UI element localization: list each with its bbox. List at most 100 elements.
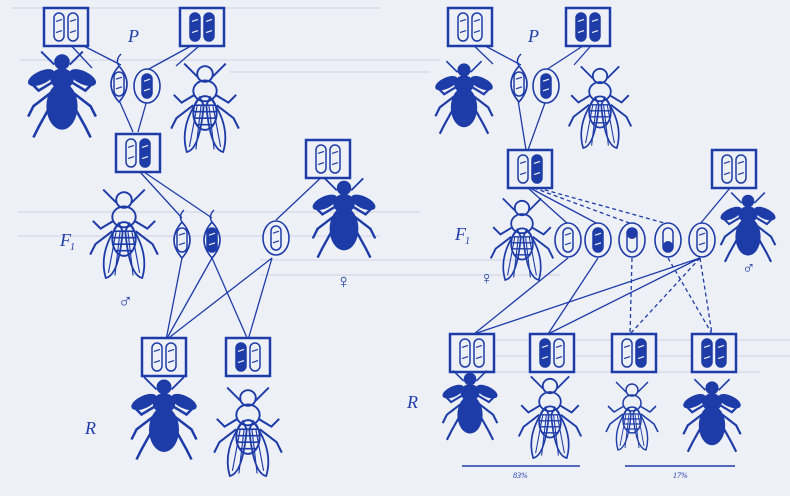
left-female-symbol: ♀ [336, 271, 351, 293]
box-frame [226, 338, 270, 376]
box-frame [142, 338, 186, 376]
right-label-r: R [406, 392, 418, 412]
chromosome-dark [590, 13, 600, 41]
page-bleed-through [12, 8, 790, 372]
connection-line [119, 100, 133, 132]
chromosome-box [566, 8, 610, 46]
egg-gamete [619, 223, 645, 257]
chromosome-dark [541, 74, 551, 98]
box-frame [612, 334, 656, 372]
egg-gamete [655, 223, 681, 257]
dark-fly-icon [441, 371, 500, 440]
dashed-connection-line [630, 258, 632, 334]
chromosome-box [44, 8, 88, 46]
box-frame [306, 140, 350, 178]
chromosome-box [226, 338, 270, 376]
egg-gamete [555, 223, 581, 257]
connection-line [530, 188, 598, 224]
left-label-f-sub: 1 [70, 242, 75, 253]
egg-gamete [263, 221, 289, 255]
right-female-symbol: ♀ [480, 268, 494, 288]
right-label-f-sub: 1 [465, 236, 470, 247]
box-frame [448, 8, 492, 46]
connection-line [548, 258, 700, 334]
dark-fly-icon [433, 61, 495, 134]
egg-gamete [533, 69, 559, 103]
light-fly-icon [491, 198, 553, 280]
dark-fly-icon [25, 52, 98, 138]
box-frame [44, 8, 88, 46]
dark-fly-icon [129, 377, 199, 460]
connection-line [138, 100, 147, 132]
left-label-r: R [84, 418, 96, 438]
chromosome-box [450, 334, 494, 372]
light-fly-icon [519, 376, 581, 458]
chromosome-box [142, 338, 186, 376]
box-frame [566, 8, 610, 46]
connection-line [528, 100, 546, 150]
chromosome-box [306, 140, 350, 178]
chromosome-dark-part [627, 228, 637, 239]
egg-gamete [689, 223, 715, 257]
connection-line [518, 100, 526, 150]
box-frame [692, 334, 736, 372]
connection-line [166, 258, 182, 340]
box-frame [530, 334, 574, 372]
connection-lines [66, 40, 730, 340]
chromosome-dark [142, 74, 152, 98]
chromosome-box [508, 150, 552, 188]
chromosome-dark [636, 339, 646, 367]
light-fly-icon [214, 388, 282, 476]
right-male-symbol: ♂ [742, 258, 756, 278]
chromosome-dark [540, 339, 550, 367]
chromosome-dark [532, 155, 542, 183]
chromosome-dark [140, 139, 150, 167]
chromosome-boxes [44, 8, 756, 376]
connection-line [144, 172, 212, 218]
chromosome-dark [207, 228, 217, 252]
dark-fly-icon [681, 379, 743, 452]
chromosome-box [692, 334, 736, 372]
chromosome-box [180, 8, 224, 46]
chromosome-box [712, 150, 756, 188]
recombinant-percent: 17% [673, 471, 688, 480]
chromosome-dark [236, 343, 246, 371]
box-frame [180, 8, 224, 46]
dashed-connection-line [538, 188, 668, 224]
dashed-connection-line [700, 258, 712, 334]
chromosome-box [530, 334, 574, 372]
left-label-p: P [127, 26, 139, 46]
chromosome-dark [702, 339, 712, 367]
connection-line [248, 258, 272, 340]
chromosome-dark [576, 13, 586, 41]
chromosome-dark [593, 228, 603, 252]
chromosome-dark [190, 13, 200, 41]
egg-gamete [585, 223, 611, 257]
parental-percent: 83% [513, 471, 528, 480]
chromosome-dark-part [663, 241, 673, 252]
box-frame [116, 134, 160, 172]
egg-gamete [134, 69, 160, 103]
right-label-p: P [527, 26, 539, 46]
flies [25, 52, 777, 476]
dark-fly-icon [310, 178, 377, 257]
light-fly-icon [171, 64, 239, 152]
chromosome-box [612, 334, 656, 372]
light-fly-icon [90, 190, 158, 278]
dark-fly-icon [719, 193, 778, 262]
connection-line [212, 258, 248, 340]
box-frame [712, 150, 756, 188]
box-frame [508, 150, 552, 188]
chromosome-dark [716, 339, 726, 367]
connection-line [140, 172, 182, 218]
connection-line [166, 258, 212, 340]
connection-line [474, 258, 700, 334]
box-frame [450, 334, 494, 372]
connection-line [548, 258, 598, 334]
chromosome-dark [204, 13, 214, 41]
chromosome-box [448, 8, 492, 46]
light-fly-icon [606, 382, 658, 450]
chromosome-box [116, 134, 160, 172]
